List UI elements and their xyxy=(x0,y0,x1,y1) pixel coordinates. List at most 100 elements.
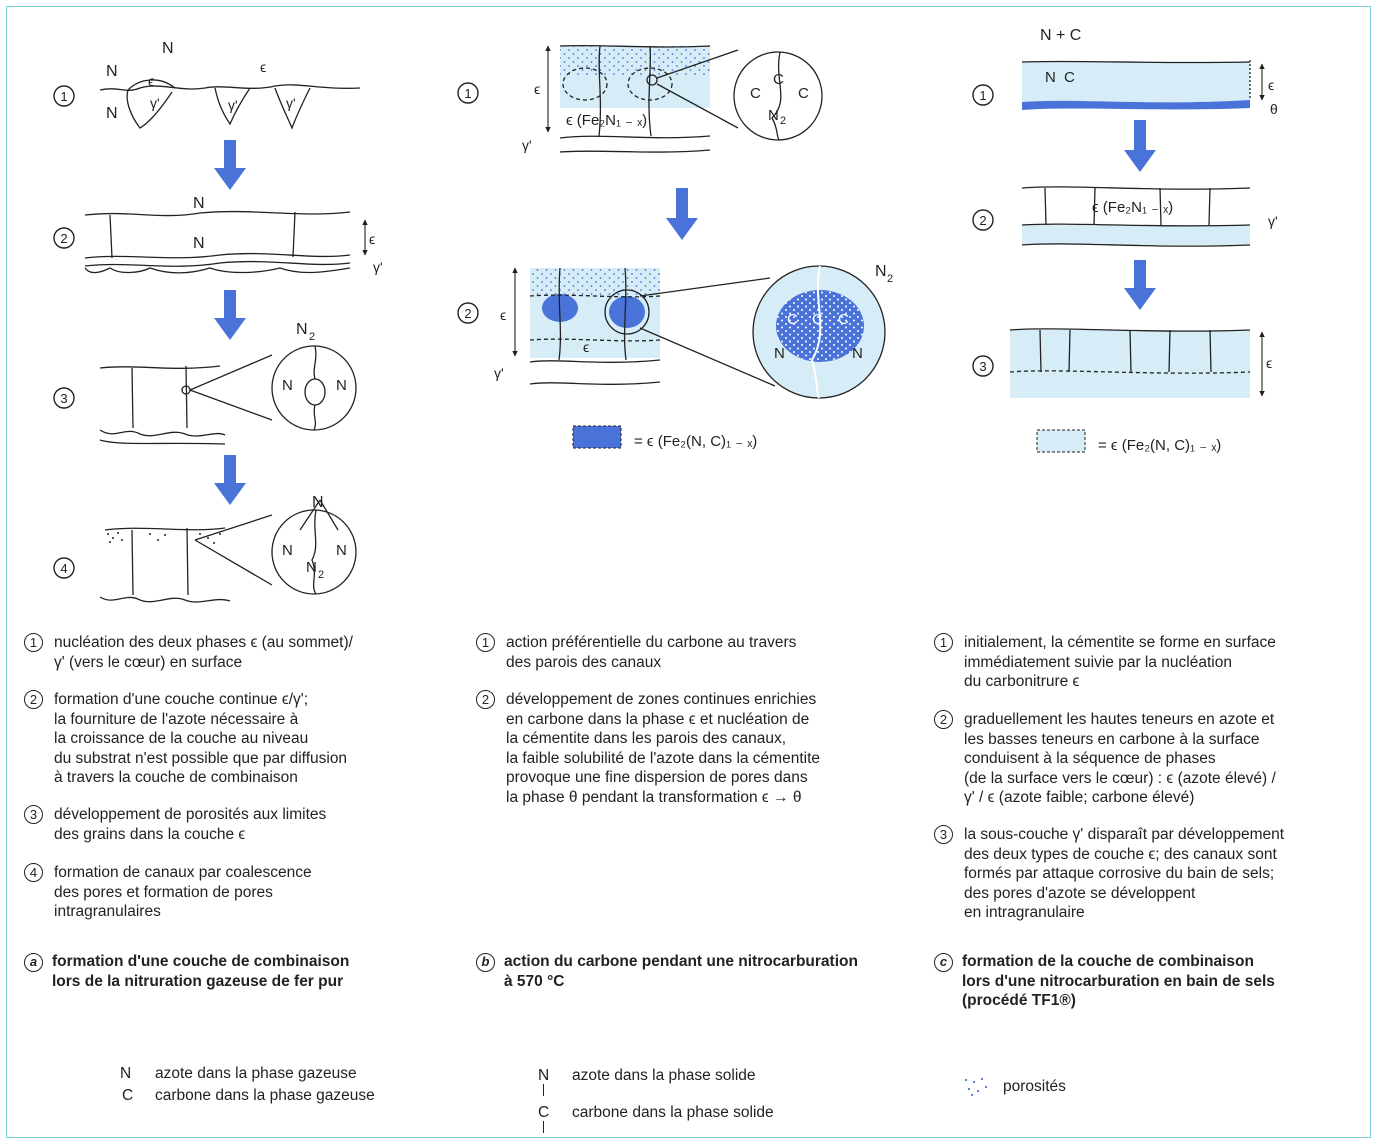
diagram-label-gamma: γ' xyxy=(494,365,504,381)
diagram-label-sub2: 2 xyxy=(318,569,324,581)
diagram-label-n2: N xyxy=(306,559,317,576)
diagram-label-n: N xyxy=(774,345,785,362)
c-stage2 xyxy=(1022,187,1250,246)
step-marker-number: 4 xyxy=(60,561,67,576)
step-marker-number: 1 xyxy=(979,88,986,103)
legend-n-gas: azote dans la phase gazeuse xyxy=(155,1064,357,1083)
diagram-label-sub2: 2 xyxy=(309,331,315,343)
step-description: 3 la sous-couche γ' disparaît par dévelop… xyxy=(934,825,1284,923)
diagram-label-n: N xyxy=(852,345,863,362)
diagram-label-gamma: γ' xyxy=(286,95,296,111)
diagram-label-gamma: γ' xyxy=(1268,213,1278,229)
diagram-label-c_dash: C xyxy=(838,311,849,328)
diagram-label-gamma: γ' xyxy=(373,259,383,275)
diagram-label-n: N xyxy=(193,235,205,252)
diagram-label-sub2: 2 xyxy=(780,115,786,127)
step-description-text: graduellement les hautes teneurs en azot… xyxy=(964,710,1276,808)
c-stage1 xyxy=(1022,60,1250,110)
step-number-badge: 3 xyxy=(934,825,953,844)
legend-n-solid-symbol: N xyxy=(538,1066,549,1085)
legend-n-gas-symbol: N xyxy=(120,1064,131,1083)
legend-c-gas-symbol: C xyxy=(122,1086,133,1105)
diagram-label-n: N xyxy=(336,377,347,394)
step-description: 2 développement de zones continues enrich… xyxy=(476,690,820,807)
step-number-badge: 2 xyxy=(934,710,953,729)
step-description-text: action préférentielle du carbone au trav… xyxy=(506,633,796,672)
legend-c-solid-arrow xyxy=(543,1121,544,1133)
panel-letter-badge: c xyxy=(934,953,953,972)
diagram-label-gamma: γ' xyxy=(150,95,160,111)
step-description-text: nucléation des deux phases ϵ (au sommet)… xyxy=(54,633,353,672)
diagram-label-n: N xyxy=(162,40,174,57)
diagram-label-n: N xyxy=(106,105,118,122)
step-description: 2 graduellement les hautes teneurs en azo… xyxy=(934,710,1276,808)
diagram-label-n: N xyxy=(193,195,205,212)
diagram-label-theta: θ xyxy=(1270,101,1278,117)
legend-n-solid-arrow xyxy=(543,1084,544,1096)
diagram-label-n: N xyxy=(106,63,118,80)
diagram-label-fe2nc: = ϵ (Fe₂(N, C)₁ ₋ ₓ) xyxy=(1098,437,1221,454)
diagram-label-c_dash: C xyxy=(773,71,784,88)
step-description-text: développement de porosités aux limites d… xyxy=(54,805,326,844)
step-marker-number: 2 xyxy=(979,213,986,228)
step-number-badge: 3 xyxy=(24,805,43,824)
diagram-label-n: N xyxy=(336,542,347,559)
legend-porosity: porosités xyxy=(1003,1077,1066,1096)
b-stage1 xyxy=(560,46,822,153)
diagram-label-eps: ϵ xyxy=(1268,77,1274,93)
step-description: 1 nucléation des deux phases ϵ (au sommet… xyxy=(24,633,353,672)
step-description-text: formation d'une couche continue ϵ/γ'; la… xyxy=(54,690,347,788)
diagram-label-gamma: γ' xyxy=(522,137,532,153)
step-number-badge: 1 xyxy=(934,633,953,652)
step-marker-number: 1 xyxy=(60,89,67,104)
diagram-label-c_dash: C xyxy=(798,85,809,102)
step-marker-number: 2 xyxy=(60,231,67,246)
step-marker-number: 3 xyxy=(60,391,67,406)
diagram-label-n: N xyxy=(282,542,293,559)
step-description: 3 développement de porosités aux limites … xyxy=(24,805,326,844)
diagram-label-n2: N xyxy=(296,321,308,338)
diagram-label-c_dash: C xyxy=(750,85,761,102)
legend-n-solid: azote dans la phase solide xyxy=(572,1066,756,1085)
diagram-label-c: C xyxy=(1064,69,1075,86)
step-description: 2 formation d'une couche continue ϵ/γ'; l… xyxy=(24,690,347,788)
diagram-label-fe2n: ϵ (Fe₂N₁ ₋ ₓ) xyxy=(566,112,647,129)
a-stage3 xyxy=(100,346,356,444)
legend-c-gas: carbone dans la phase gazeuse xyxy=(155,1086,375,1105)
step-marker-number: 2 xyxy=(464,306,471,321)
c-stage3 xyxy=(1010,329,1250,452)
step-description-text: la sous-couche γ' disparaît par développ… xyxy=(964,825,1284,923)
diagram-label-n: N xyxy=(282,377,293,394)
diagram-label-eps: ϵ xyxy=(148,73,154,89)
panel-caption-text: formation d'une couche de combinaison lo… xyxy=(52,952,349,991)
diagram-label-c_dash: C xyxy=(787,311,798,328)
panel-letter-badge: a xyxy=(24,953,43,972)
step-description: 1 action préférentielle du carbone au tra… xyxy=(476,633,796,672)
step-marker-number: 3 xyxy=(979,359,986,374)
step-marker-number: 1 xyxy=(464,86,471,101)
step-number-badge: 2 xyxy=(476,690,495,709)
diagram-label-eps: ϵ xyxy=(1266,355,1272,371)
b-stage2 xyxy=(530,266,885,448)
diagram-label-n: N xyxy=(312,494,324,511)
diagram-label-eps: ϵ xyxy=(260,59,266,75)
panel-letter-badge: b xyxy=(476,953,495,972)
panel-caption: a formation d'une couche de combinaison l… xyxy=(24,952,349,991)
step-description-text: développement de zones continues enrichi… xyxy=(506,690,820,807)
a-stage4 xyxy=(100,500,356,602)
diagram-label-nc: N + C xyxy=(1040,27,1081,44)
diagram-label-eps: ϵ xyxy=(583,339,589,355)
diagram-label-fe2nc: = ϵ (Fe₂(N, C)₁ ₋ ₓ) xyxy=(634,433,757,450)
panel-caption-text: action du carbone pendant une nitrocarbu… xyxy=(504,952,858,991)
diagram-label-n2: N xyxy=(768,107,779,124)
diagram-label-sub2: 2 xyxy=(887,273,893,285)
diagram-label-fe2n: ϵ (Fe₂N₁ ₋ ₓ) xyxy=(1092,199,1173,216)
step-number-badge: 1 xyxy=(476,633,495,652)
step-number-badge: 2 xyxy=(24,690,43,709)
step-description-text: formation de canaux par coalescence des … xyxy=(54,863,312,922)
step-description-text: initialement, la cémentite se forme en s… xyxy=(964,633,1276,692)
porosity-dots-icon xyxy=(962,1076,990,1098)
step-number-badge: 1 xyxy=(24,633,43,652)
